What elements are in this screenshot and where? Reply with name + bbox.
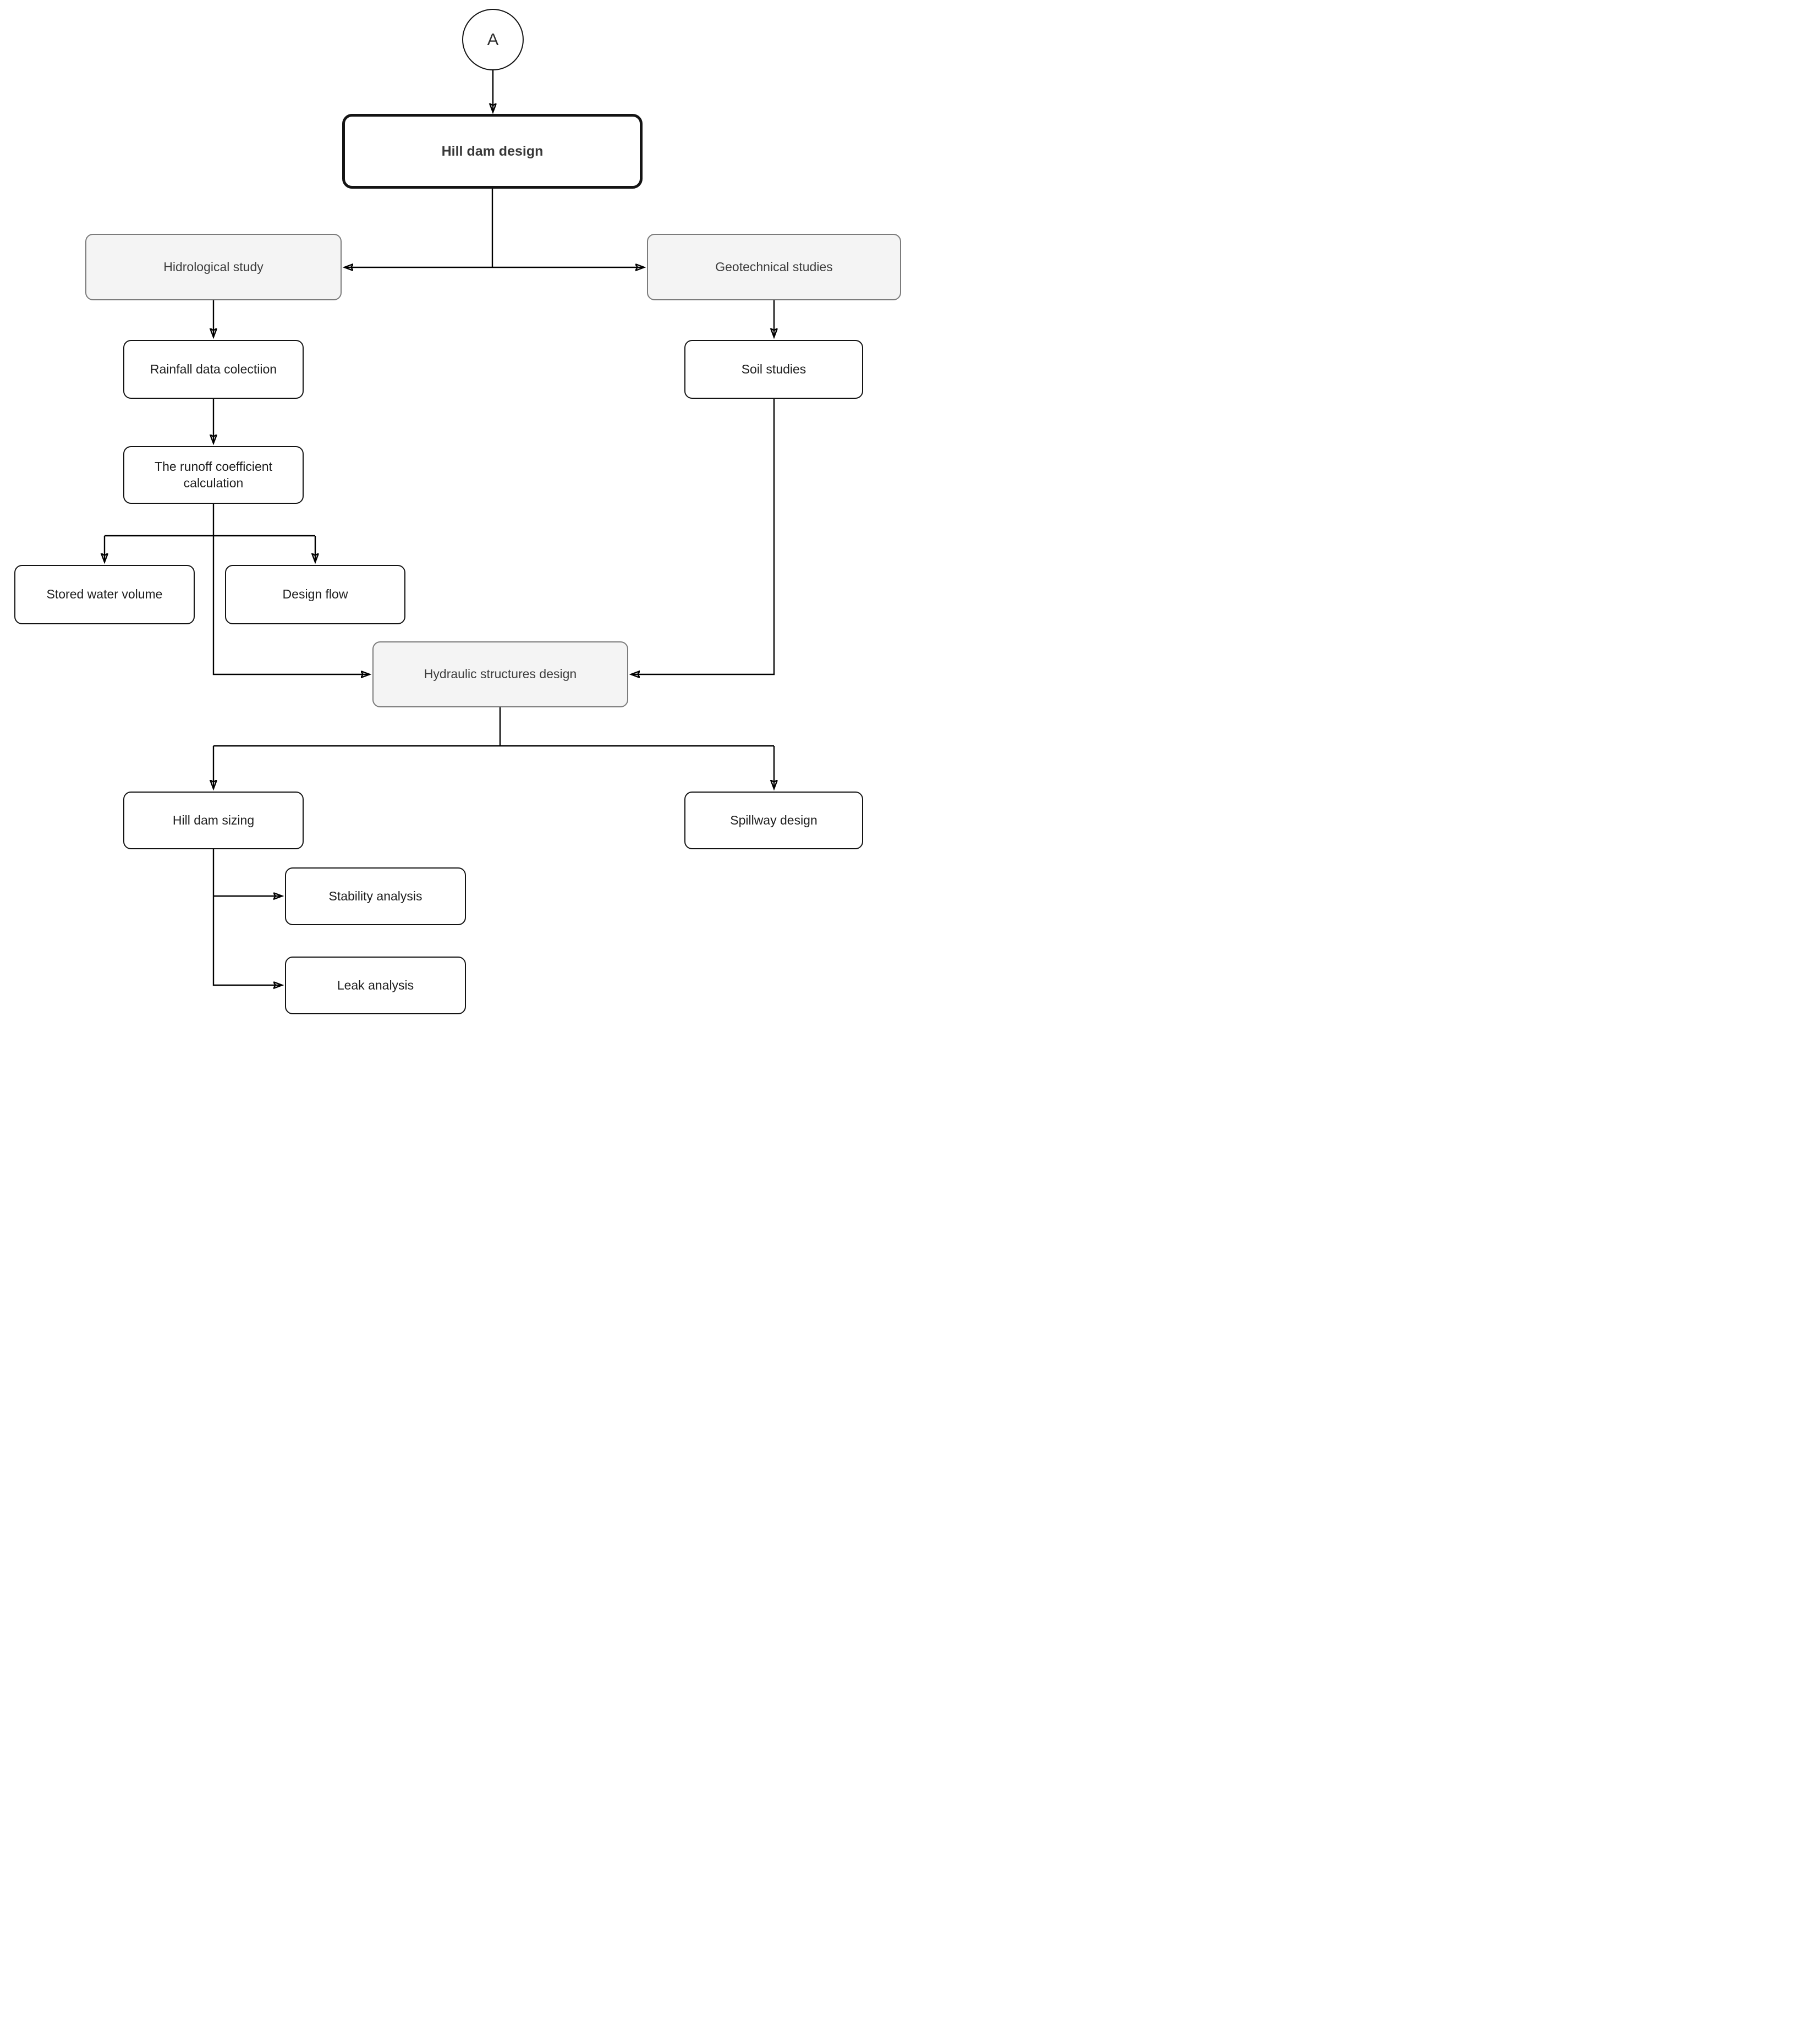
node-hill-dam-design-label: Hill dam design — [441, 143, 544, 159]
node-hydraulic-structures-design-label: Hydraulic structures design — [424, 667, 577, 682]
connector-node-a: A — [462, 9, 524, 70]
edge-soil-to-hydraulic — [631, 399, 775, 674]
node-hydraulic-structures-design: Hydraulic structures design — [372, 641, 628, 707]
node-stored-water-volume-label: Stored water volume — [46, 587, 163, 602]
node-hill-dam-sizing-label: Hill dam sizing — [172, 812, 255, 827]
node-stability-analysis: Stability analysis — [285, 867, 466, 925]
node-spillway-design-label: Spillway design — [730, 812, 817, 827]
flowchart-canvas: A Hill dam design Hidrological study Geo… — [0, 0, 905, 1022]
node-rainfall-data-collection: Rainfall data colectiion — [123, 340, 304, 399]
node-geotechnical-studies: Geotechnical studies — [647, 234, 901, 300]
node-soil-studies-label: Soil studies — [741, 361, 806, 376]
node-leak-analysis-label: Leak analysis — [337, 977, 414, 992]
node-runoff-coefficient-calculation: The runoff coefficient calculation — [123, 446, 304, 504]
node-hidrological-study: Hidrological study — [85, 234, 342, 300]
connector-layer — [0, 70, 905, 1022]
node-design-flow: Design flow — [225, 565, 405, 624]
edge-sizing-to-leak — [212, 849, 282, 985]
node-spillway-design: Spillway design — [684, 792, 863, 849]
connector-node-a-label: A — [487, 29, 499, 49]
node-hill-dam-design: Hill dam design — [342, 114, 643, 189]
node-runoff-coefficient-calculation-label: The runoff coefficient calculation — [155, 459, 272, 490]
node-hill-dam-sizing: Hill dam sizing — [123, 792, 304, 849]
node-stored-water-volume: Stored water volume — [14, 565, 195, 624]
edge-runoff-to-hydraulic — [212, 504, 370, 674]
node-rainfall-data-collection-label: Rainfall data colectiion — [150, 361, 277, 376]
node-soil-studies: Soil studies — [684, 340, 863, 399]
node-leak-analysis: Leak analysis — [285, 957, 466, 1014]
node-hidrological-study-label: Hidrological study — [163, 259, 264, 274]
node-design-flow-label: Design flow — [282, 587, 348, 602]
node-geotechnical-studies-label: Geotechnical studies — [715, 259, 833, 274]
node-stability-analysis-label: Stability analysis — [328, 888, 422, 903]
